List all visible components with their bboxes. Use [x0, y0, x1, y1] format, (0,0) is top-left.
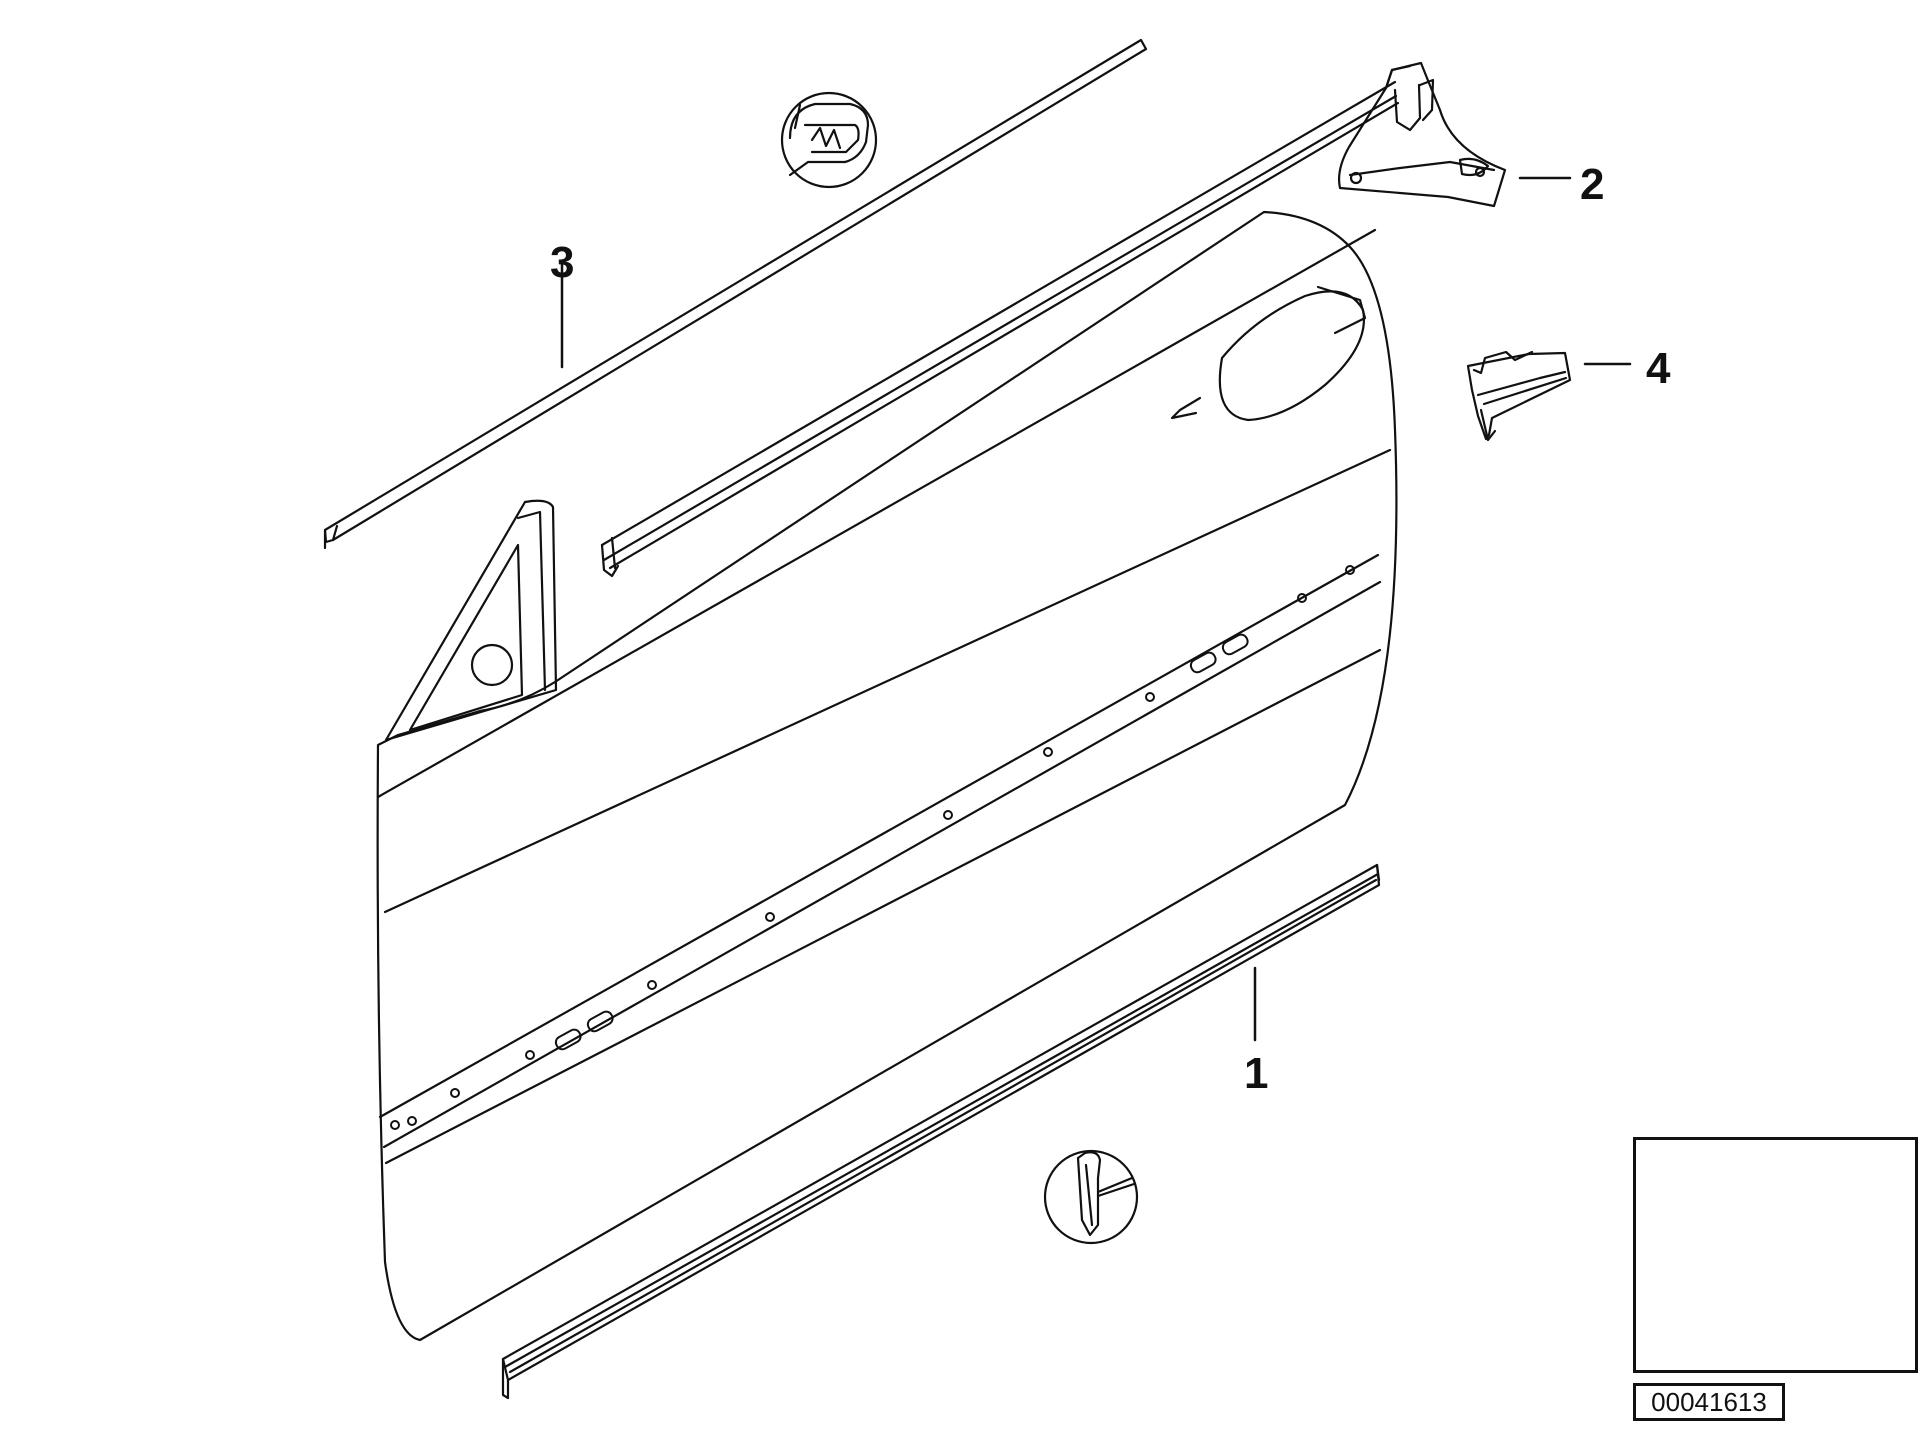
mirror-triangle	[384, 499, 558, 742]
locator-inset	[1633, 1137, 1918, 1373]
window-shaft-seal	[600, 80, 1400, 578]
callout-1: 1	[1244, 1049, 1269, 1098]
callout-3: 3	[550, 238, 575, 287]
stop-clip	[1466, 350, 1572, 442]
callout-2: 2	[1580, 160, 1605, 209]
seal-profile-detail	[780, 91, 878, 189]
door-handle-recess	[1170, 285, 1367, 422]
diagram-id-label: 00041613	[1633, 1383, 1785, 1421]
window-frame-seal-strip	[323, 38, 1148, 550]
moulding-clip-slots	[554, 633, 1249, 1051]
moulding-holes	[390, 565, 1355, 1130]
lower-door-moulding	[501, 863, 1381, 1400]
corner-bracket	[1337, 61, 1507, 208]
moulding-profile-detail	[1043, 1149, 1139, 1245]
leader-lines	[560, 176, 1632, 1042]
door-panel	[376, 210, 1398, 1342]
callout-4: 4	[1646, 344, 1671, 393]
